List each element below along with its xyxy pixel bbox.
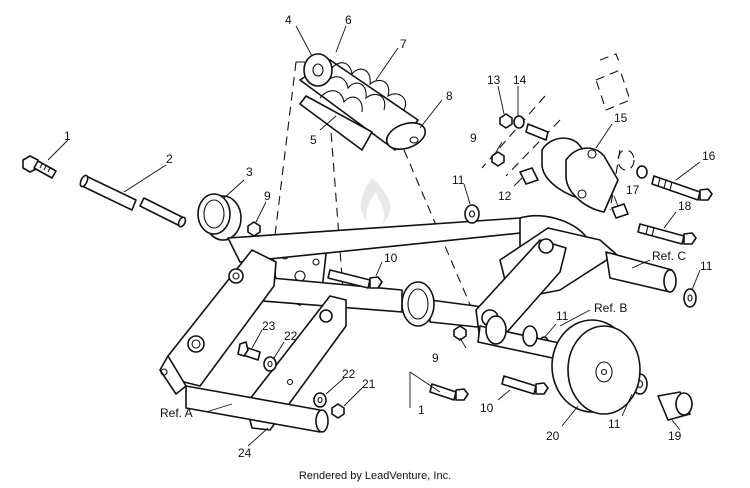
leader-lines	[47, 25, 701, 447]
callout-15: 15	[614, 111, 628, 125]
callout-11-lower: 11	[608, 417, 621, 431]
tube-part-2	[79, 174, 187, 228]
wheel-shaft	[477, 315, 565, 361]
bushing-part-19	[657, 391, 693, 421]
ref-a-label: Ref. A	[160, 406, 193, 420]
shock-absorber-assembly	[299, 53, 427, 151]
callout-4: 4	[285, 13, 292, 27]
callout-3: 3	[246, 165, 253, 179]
callout-9-right: 9	[470, 131, 477, 145]
callout-6: 6	[345, 13, 352, 27]
callout-22-lower: 22	[342, 367, 356, 381]
callout-labels: 1 2 3 4 5 6 7 8 9 9 9 10 10 11 11 11 11 …	[64, 13, 716, 460]
left-arm-assembly	[159, 249, 347, 433]
callout-10-upper: 10	[384, 251, 398, 265]
callout-1-upper: 1	[64, 129, 71, 143]
callout-10-lower: 10	[480, 401, 494, 415]
wheel-part-20	[551, 319, 641, 415]
callout-9-lower: 9	[432, 351, 439, 365]
render-credit: Rendered by LeadVenture, Inc.	[298, 470, 452, 482]
callout-12: 12	[498, 189, 512, 203]
callout-23: 23	[262, 319, 276, 333]
nut-part-9	[247, 151, 505, 341]
nut-washer-13-14	[499, 113, 549, 141]
callout-22-upper: 22	[284, 329, 298, 343]
callout-11-middle: 11	[556, 309, 569, 323]
callout-18: 18	[678, 199, 692, 213]
bolt-part-18	[637, 223, 697, 245]
callout-19: 19	[668, 429, 682, 443]
spacer-part-17	[611, 203, 629, 219]
callout-24: 24	[238, 446, 252, 460]
watermark-logo	[360, 178, 391, 224]
ref-c-label: Ref. C	[652, 249, 686, 263]
callout-7: 7	[400, 37, 407, 51]
callout-8: 8	[446, 89, 453, 103]
callout-11-upper: 11	[452, 173, 465, 187]
ref-b-label: Ref. B	[594, 301, 627, 315]
callout-20: 20	[546, 429, 560, 443]
bolt-part-1	[22, 155, 57, 179]
spacer-part-12	[519, 167, 539, 185]
callout-9-left: 9	[264, 189, 271, 203]
bracket-part-15	[541, 137, 619, 213]
bushing-part-3	[197, 193, 242, 241]
callout-11-right: 11	[700, 259, 713, 273]
callout-16: 16	[702, 149, 716, 163]
callout-1-lower: 1	[418, 403, 425, 417]
bolt-part-10	[327, 269, 549, 395]
callout-5: 5	[310, 133, 317, 147]
callout-13: 13	[487, 73, 501, 87]
bolt-part-16	[636, 165, 713, 201]
bolt-part-1-lower	[429, 383, 469, 401]
callout-17: 17	[626, 183, 640, 197]
hardware-21-22-23	[237, 341, 345, 419]
callout-2: 2	[166, 152, 173, 166]
callout-14: 14	[513, 73, 527, 87]
dashed-shaft	[595, 53, 635, 171]
callout-21: 21	[362, 377, 376, 391]
